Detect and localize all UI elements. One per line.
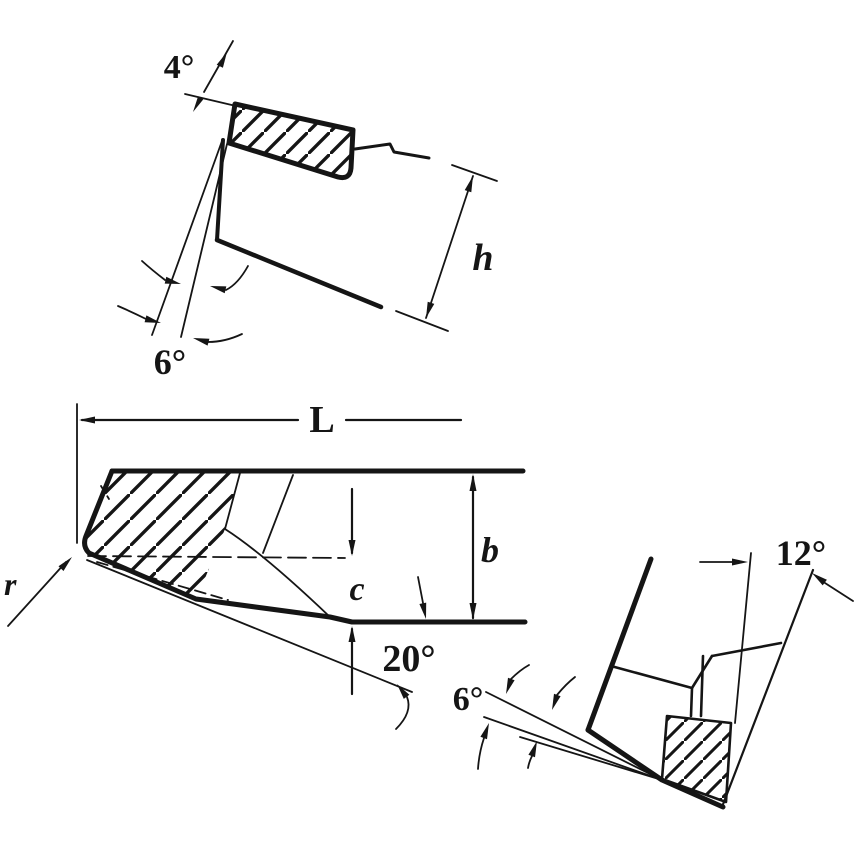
label-plan-edge-angle: 20° [382,638,435,680]
plan-edge-angle-reference-line [86,559,413,693]
h-arrow-bottom [426,301,435,318]
L-arrow-left [79,416,95,424]
plan-ground-face-line [262,474,294,554]
clearance-arc-tail-1 [141,260,166,281]
clearance-arrow-1 [164,276,181,284]
clearance-arc-tail-4 [207,333,243,343]
fan-hook-tail-3 [477,737,485,770]
dimension-12deg: 12° [699,533,854,724]
c-arrow-down [348,540,356,556]
clearance-line-right [180,143,228,338]
fan-hook-tail-2 [556,676,576,696]
dimension-c: c [348,487,365,696]
end-tip-face-right [699,654,705,718]
side-insert-outline [226,101,356,181]
end-shank-top-face [609,664,694,690]
side-insert-hatch [229,104,353,178]
label-side-height: h [472,237,493,279]
fan-arrow-2 [552,693,561,710]
clearance-arrow-2 [210,286,227,294]
plan-insert-boundary-and-curve [224,472,331,618]
wedge-arrow-right [812,573,827,586]
edge-angle-arrow-upper [419,602,427,619]
clearance-arrow-3 [144,315,161,323]
label-side-clearance-angle: 6° [154,342,186,382]
dimension-b: b [469,474,499,620]
plan-hidden-insert-edge [96,561,229,601]
label-plan-length: L [309,399,334,441]
plan-view: L b c r 20° [4,399,528,730]
end-view: 6° 12° [453,533,854,810]
h-extension-tick-bottom [395,310,449,332]
plan-front-and-cutting-edge [82,468,528,625]
side-break-zigzag [353,142,431,160]
end-left-edge [585,556,654,733]
label-side-rake-angle: 4° [164,49,195,86]
b-arrow-bottom [469,603,477,620]
fan-hook-tail-4 [527,755,533,769]
dimension-h: h [395,164,498,332]
h-arrow-top [464,176,473,193]
rake-face-extension-line [184,93,237,107]
clearance-line-left [151,140,223,336]
side-shank-bottom-edge [214,237,384,310]
label-plan-tip-height: c [349,571,364,608]
end-insert-outline [660,714,733,804]
fan-line-3 [519,736,663,781]
end-insert-hatch [662,716,731,802]
end-tip-face-left [689,686,694,718]
b-arrow-top [469,474,477,491]
plan-hidden-tick [100,485,110,500]
dimension-20deg: 20° [382,576,436,730]
r-leader-line [7,561,67,627]
rake-reference-line [203,40,234,93]
edge-angle-arrow-tail-upper [417,576,424,604]
r-arrow [58,557,72,571]
fan-arrow-4 [528,741,537,758]
end-step-top-line [710,641,783,658]
h-dimension-line [425,175,474,319]
clearance-arrow-4 [193,338,210,346]
label-plan-nose-radius: r [4,566,17,602]
wedge-arrow-tail-right [824,582,854,602]
plan-insert-hatch [86,472,240,598]
label-end-clearance-angle: 6° [453,681,484,718]
label-plan-width: b [481,530,499,570]
dimension-L: L [76,399,463,544]
rake-angle-arrow-upper [216,52,227,68]
clearance-arc-tail-3 [117,305,147,320]
dimension-r: r [4,557,72,627]
fan-arrow-1 [506,677,515,694]
side-view: 4° 6° h [117,40,498,382]
c-arrow-up [348,626,356,642]
h-extension-tick-top [451,164,498,182]
fan-line-1 [485,691,663,781]
clearance-arc-tail-2 [225,265,249,291]
fan-arrow-3 [480,723,489,740]
edge-angle-arrow-lower [397,684,410,699]
edge-angle-hook-tail [395,696,410,730]
rake-angle-arrow-lower [193,96,204,112]
plan-center-dash-line [87,555,346,559]
fan-line-2 [483,716,663,781]
dimension-end-6deg: 6° [453,664,663,781]
wedge-arrow-left [732,558,748,566]
end-right-edge [720,568,815,809]
fan-hook-tail-1 [510,664,530,680]
wedge-reference-line [734,552,752,724]
label-end-wedge-angle: 12° [776,533,826,573]
side-shank-front-face [215,138,225,242]
